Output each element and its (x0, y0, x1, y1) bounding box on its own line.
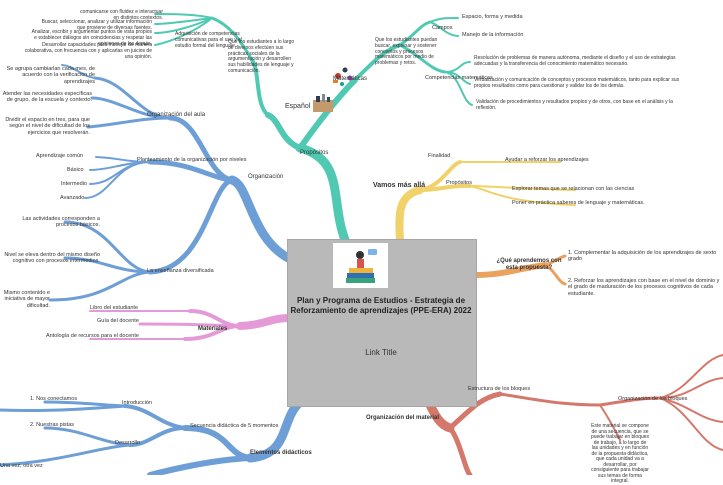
esp-description: Adquisición de competencias comunicativa… (175, 31, 242, 49)
branch-propositos (295, 143, 350, 245)
node-espacio[interactable]: Espacio, forma y medida (462, 14, 523, 20)
mind-map-connectors (0, 13, 723, 475)
branch-ensenanza (147, 177, 235, 275)
step-nuestras-pistas: 2. Nuestras pistas (30, 422, 75, 428)
branch-planteamiento (147, 159, 235, 183)
material-guia[interactable]: Guía del docente (97, 318, 139, 324)
node-manejo[interactable]: Manejo de la información (462, 32, 524, 38)
bloque-description: Este material se compone de una secuenci… (590, 423, 650, 484)
node-propositos-yellow[interactable]: Propósitos (446, 180, 472, 186)
diversificada-item-3: Mismo contenido e iniciativa de mayor di… (3, 290, 50, 309)
step-una-vez: Una vez, otra vez (0, 463, 43, 469)
node-que-aprendemos[interactable]: ¿Qué aprendemos con esta propuesta? (496, 258, 562, 271)
node-competencias[interactable]: Competencias matemáticas (425, 75, 493, 81)
node-ensenanza[interactable]: La enseñanza diversificada (147, 268, 214, 274)
branch-elementos (245, 397, 305, 463)
esp-detail-1: comunicarse con fluidez e interactuar en… (80, 9, 163, 21)
branch-matematicas (297, 77, 358, 151)
node-org-bloques[interactable]: Organización de los bloques (618, 396, 688, 402)
competencia-1: Resolución de problemas de manera autóno… (474, 55, 676, 67)
step-nos-conectamos: 1. Nos conectamos (30, 396, 78, 402)
node-poner[interactable]: Poner en práctica saberes de lenguaje y … (512, 200, 645, 206)
node-ayudar[interactable]: Ayudar a reforzar los aprendizajes (505, 157, 589, 163)
branch-vamos (395, 186, 424, 244)
node-organizacion[interactable]: Organización (248, 174, 284, 180)
level-intermedio: Intermedio (61, 181, 87, 187)
node-campos[interactable]: Campos (432, 25, 453, 31)
esp-detail-4: Desarrollar capacidades para manejar de … (24, 42, 152, 60)
node-org-aula[interactable]: Organización del aula (147, 112, 206, 118)
node-vamos-mas-alla[interactable]: Vamos más allá (373, 182, 426, 189)
aprendemos-item-1: 1. Complementar la adquisición de los ap… (568, 250, 717, 263)
branch-organizacion (227, 175, 297, 265)
node-explorar[interactable]: Explorar temas que se relacionan con las… (512, 186, 635, 192)
language-clipart-icon (313, 94, 333, 112)
level-basico: Básico (67, 167, 84, 173)
branch-espanol (265, 112, 303, 151)
branch-que-aprendemos (472, 262, 548, 278)
mat-description: Que los estudiantes puedan buscar, expre… (375, 37, 438, 66)
aula-item-1: Se agrupa cambiarlan cada mes, de acuerd… (6, 66, 95, 85)
esp-detail-3: Analizar, escribir y argumentar puntos d… (31, 29, 152, 47)
material-antologia[interactable]: Antología de recursos para el docente (46, 333, 139, 339)
aprendemos-item-2: 2. Reforzar los aprendizajes con base en… (568, 278, 720, 297)
diversificada-item-2: Nivel se eleva dentro del mismo diseño c… (4, 252, 100, 265)
central-illustration (333, 243, 388, 288)
node-matematicas[interactable]: Matemáticas (333, 76, 368, 82)
competencia-3: Validación de procedimientos y resultado… (476, 99, 673, 111)
node-espanol[interactable]: Español (285, 103, 311, 110)
math-clipart-icon (333, 67, 353, 86)
node-propositos-top[interactable]: Propósitos (300, 150, 329, 156)
central-title: Plan y Programa de Estudios - Estrategia… (290, 296, 472, 315)
node-materiales[interactable]: Materiales (198, 326, 228, 332)
node-desarrollo[interactable]: Desarrollo (115, 440, 141, 446)
level-aprendizaje-comun: Aprendizaje común (36, 153, 84, 159)
central-link[interactable]: Link Title (365, 348, 397, 357)
node-elementos[interactable]: Elementos didácticos (250, 450, 312, 456)
node-planteamiento[interactable]: Planteamiento de la organización por niv… (137, 157, 247, 163)
esp-purpose: Que los estudiantes a lo largo de divers… (228, 39, 295, 74)
branch-org-material (425, 400, 455, 433)
node-finalidad[interactable]: Finalidad (428, 153, 451, 159)
books-illustration-icon (346, 249, 377, 283)
aula-item-2: Atender las necesidades específicas de g… (2, 91, 92, 104)
node-org-material[interactable]: Organización del material (366, 415, 440, 421)
diversificada-item-1: Las actividades corresponden a procesos … (22, 216, 100, 229)
node-estructura[interactable]: Estructura de los bloques (468, 386, 531, 392)
material-libro[interactable]: Libro del estudiante (90, 305, 139, 311)
level-avanzado: Avanzado (60, 195, 85, 201)
node-introduccion[interactable]: Introducción (122, 400, 152, 406)
branch-secuencia (182, 425, 253, 461)
branch-materiales (236, 314, 294, 330)
aula-item-3: Dividir el espacio en tres, para que seg… (5, 117, 90, 136)
esp-detail-2: Buscar, seleccionar, analizar y utilizar… (41, 19, 152, 31)
competencia-2: Verbalización y comunicación de concepto… (474, 77, 680, 89)
node-secuencia[interactable]: Secuencia didáctica de 5 momentos (190, 423, 279, 429)
